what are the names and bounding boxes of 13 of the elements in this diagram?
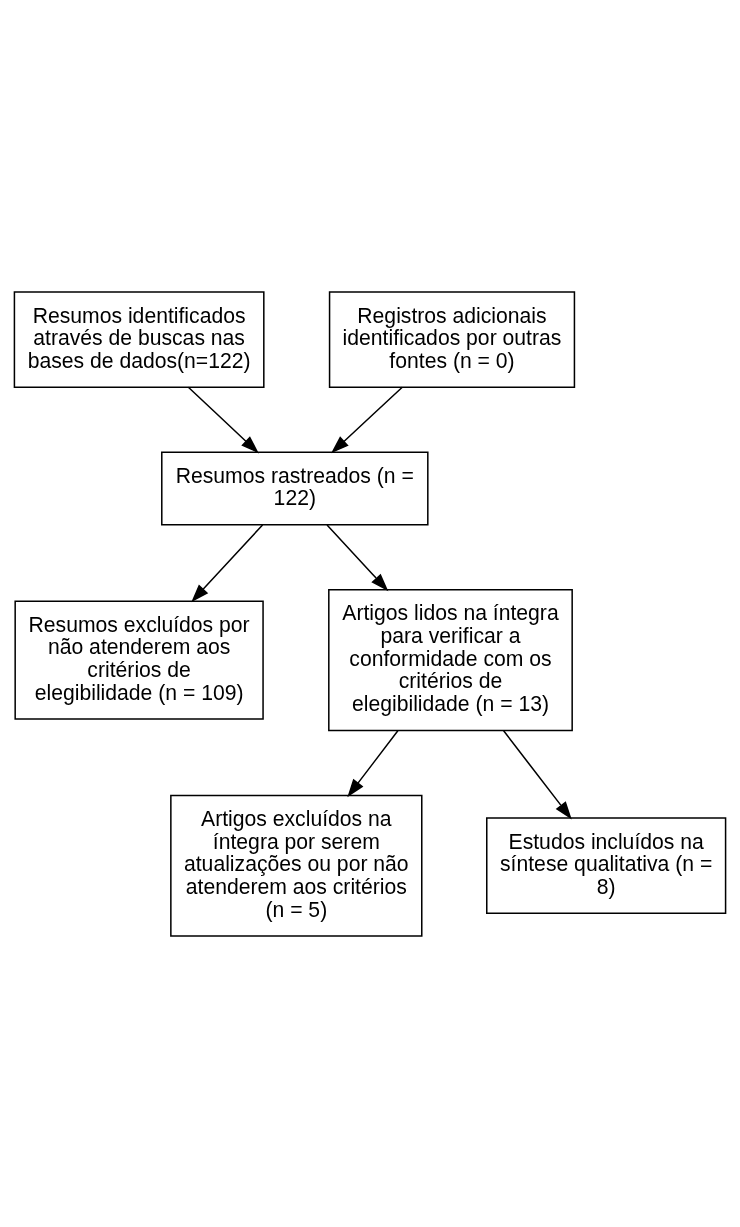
arrow bbox=[191, 523, 264, 602]
node-box: Resumos identificados através de buscas nas bases de dados(n=122) bbox=[13, 290, 265, 388]
arrow bbox=[187, 386, 259, 453]
node-box: Artigos excluídos na íntegra por serem atualizações ou por não atenderem aos critérios (n = 5) bbox=[170, 794, 423, 937]
node-box: Estudos incluídos na síntese qualitativa (n = 8) bbox=[486, 816, 727, 914]
node-box: Resumos rastreados (n = 122) bbox=[161, 451, 429, 526]
arrow bbox=[331, 386, 403, 453]
node-box: Artigos lidos na íntegra para verificar a conformidade com os critérios de elegibilidade (n = 13) bbox=[328, 588, 573, 731]
node-box: Registros adicionais identificados por outras fontes (n = 0) bbox=[328, 290, 576, 388]
node-box: Resumos excluídos por não atenderem aos critérios de elegibilidade (n = 109) bbox=[14, 599, 264, 720]
arrow bbox=[502, 729, 572, 819]
arrow bbox=[326, 523, 389, 591]
arrow bbox=[347, 729, 399, 797]
